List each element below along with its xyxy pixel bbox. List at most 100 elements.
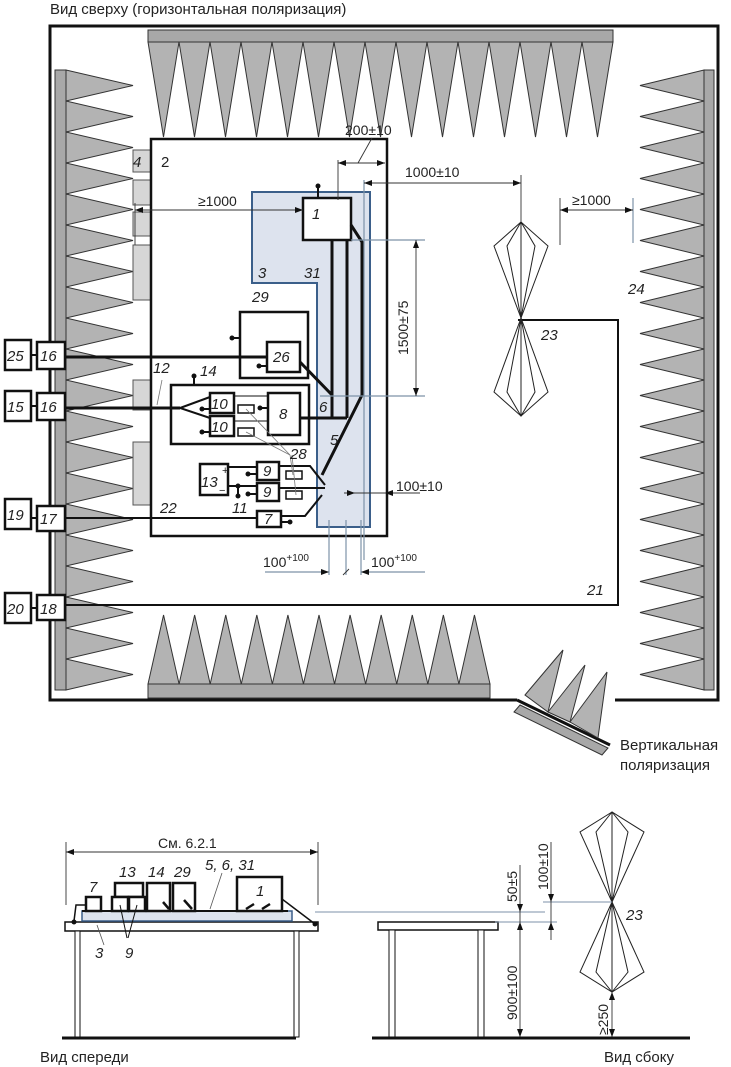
absorber-cone: [65, 131, 134, 164]
absorber-cone: [488, 41, 521, 138]
absorber-cone: [427, 614, 460, 685]
front-box-9a: [110, 895, 130, 913]
absorber-cone: [639, 379, 705, 412]
front-label-5-6-31: 5, 6, 31: [205, 857, 255, 874]
dim-250: ≥250: [595, 1004, 611, 1035]
dim-200: 200±10: [345, 122, 392, 138]
dim-50: 50±5: [504, 871, 520, 902]
absorber-cone: [65, 596, 134, 629]
absorber-cone: [271, 41, 304, 138]
front-box-9b: [127, 895, 147, 913]
absorber-cone: [581, 41, 614, 138]
front-table-top: [64, 921, 319, 932]
absorber-cone: [458, 614, 491, 685]
absorber-cone: [147, 614, 180, 685]
label-24: 24: [627, 281, 645, 298]
dim-1000-min-right: ≥1000: [572, 192, 611, 208]
label-18: 18: [40, 601, 57, 618]
vertical-polarization-label-2: поляризация: [620, 757, 710, 774]
absorber-cone: [333, 41, 366, 138]
label-6: 6: [319, 399, 328, 416]
eut-box-1: [301, 196, 353, 242]
front-view: [62, 842, 545, 1040]
absorber-cone: [302, 41, 335, 138]
vertical-polarization-label-1: Вертикальная: [620, 737, 718, 754]
dim-see-ref: См. 6.2.1: [158, 835, 217, 851]
label-25: 25: [6, 348, 24, 365]
label-1: 1: [312, 206, 320, 223]
label-31: 31: [304, 265, 321, 282]
absorber-cone: [639, 69, 705, 102]
ground-plane: [251, 191, 371, 528]
dim-100-pm10: 100±10: [396, 478, 443, 494]
label-26: 26: [272, 349, 290, 366]
label-8: 8: [279, 406, 288, 423]
dim-100-left: 100+100: [263, 553, 309, 570]
absorber-cone: [639, 255, 705, 288]
label-7: 7: [264, 511, 273, 528]
dimension-lines: [134, 137, 634, 576]
absorber-cone: [65, 255, 134, 288]
absorber-cone: [65, 193, 134, 226]
absorber-right: [639, 69, 715, 691]
dim-100-side: 100±10: [535, 843, 551, 890]
absorber-cone: [65, 627, 134, 660]
box-19: [3, 497, 33, 531]
label-15: 15: [7, 399, 24, 416]
box-26: [265, 340, 302, 374]
absorber-cone: [65, 472, 134, 505]
label-29: 29: [251, 289, 269, 306]
absorber-light-strip: [132, 379, 152, 411]
absorber-cone: [364, 41, 397, 138]
front-label-29: 29: [173, 864, 191, 881]
box-9b: [255, 481, 281, 503]
absorber-cone: [65, 503, 134, 536]
absorber-cone: [639, 224, 705, 257]
absorber-cone: [65, 348, 134, 381]
label-9b: 9: [263, 484, 272, 501]
absorber-bottom-base: [147, 683, 491, 699]
box-9a: [255, 460, 281, 482]
label-3: 3: [258, 265, 267, 282]
absorber-left: [54, 69, 152, 691]
front-label-13: 13: [119, 864, 136, 881]
box-13: [198, 462, 230, 497]
front-label-14: 14: [148, 864, 165, 881]
absorber-cone: [550, 41, 583, 138]
label-11: 11: [232, 500, 248, 517]
dim-1000-antenna: 1000±10: [405, 164, 460, 180]
absorber-cone: [65, 534, 134, 567]
absorber-cone: [65, 224, 134, 257]
label-4: 4: [133, 154, 141, 171]
box-10a: [208, 391, 236, 415]
absorber-cone: [65, 286, 134, 319]
absorber-cone: [178, 41, 211, 138]
absorber-cone: [365, 614, 398, 685]
chamber-wall: [48, 24, 720, 702]
absorber-cone: [395, 41, 428, 138]
chamber-wall-slant: [516, 698, 611, 747]
side-label-23: 23: [625, 907, 643, 924]
label-12: 12: [153, 360, 170, 377]
absorber-top: [147, 29, 614, 138]
svg-text:−: −: [219, 485, 225, 497]
absorber-cone: [639, 534, 705, 567]
absorber-cone: [65, 69, 134, 102]
absorber-cone: [178, 614, 211, 685]
absorber-light-strip: [132, 244, 152, 301]
front-box-1: [235, 875, 284, 913]
dim-900: 900±100: [504, 965, 520, 1020]
label-10b: 10: [211, 419, 228, 436]
absorber-cone: [65, 317, 134, 350]
absorber-cone: [519, 41, 552, 138]
absorber-light-strip: [132, 211, 152, 237]
absorber-cone: [396, 614, 429, 685]
label-28: 28: [289, 446, 307, 463]
absorber-cone: [639, 472, 705, 505]
front-label-1: 1: [256, 883, 264, 900]
absorber-cone: [639, 317, 705, 350]
absorber-cone: [209, 614, 242, 685]
label-2: 2: [161, 154, 169, 171]
label-21: 21: [586, 582, 604, 599]
